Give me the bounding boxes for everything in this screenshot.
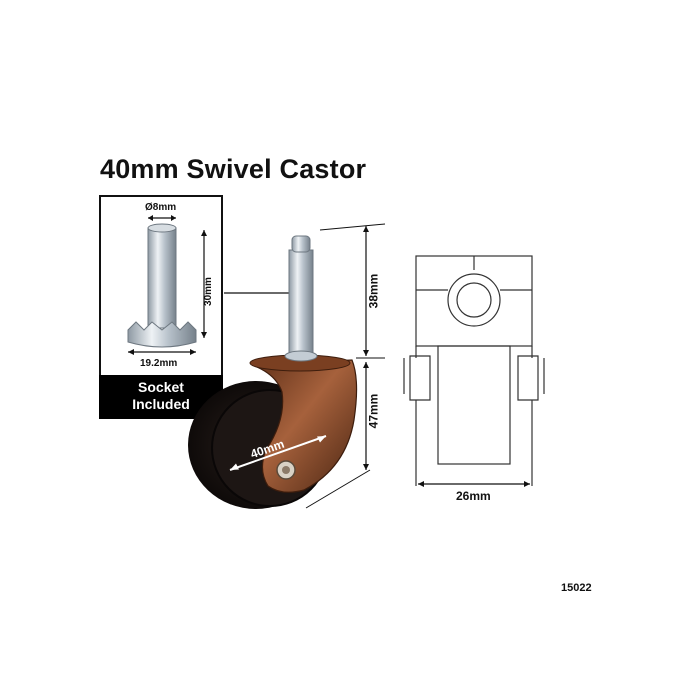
schematic-wheel bbox=[437, 345, 511, 465]
stem-height-label: 38mm bbox=[366, 273, 381, 309]
wheel-base-extension bbox=[305, 469, 371, 509]
socket-diameter-label: Ø8mm bbox=[145, 202, 177, 213]
schematic-fork-edges bbox=[403, 358, 545, 394]
stem-top-extension bbox=[319, 223, 386, 231]
wheel-diameter-arrow bbox=[229, 435, 327, 471]
schematic-inner-hole bbox=[456, 282, 492, 318]
schematic-drawing bbox=[403, 255, 545, 486]
band-line-1: Socket bbox=[138, 379, 184, 395]
socket-height-label: 30mm bbox=[202, 277, 214, 306]
wheel-height-label: 47mm bbox=[366, 393, 381, 429]
castor-drawing bbox=[188, 235, 358, 509]
product-code: 15022 bbox=[561, 582, 592, 594]
schematic-width-label: 26mm bbox=[456, 489, 491, 503]
socket-flange bbox=[127, 321, 197, 348]
socket-drawing bbox=[127, 215, 290, 355]
band-line-2: Included bbox=[132, 396, 190, 412]
castor-stem-collar bbox=[284, 350, 318, 362]
castor-axle-center bbox=[282, 466, 290, 474]
castor-dimensions bbox=[305, 223, 386, 509]
schematic-outer-ring bbox=[447, 273, 501, 327]
schematic-right-fork bbox=[517, 355, 539, 401]
product-title: 40mm Swivel Castor bbox=[100, 154, 367, 184]
socket-width-label: 19.2mm bbox=[140, 358, 178, 369]
socket-tube bbox=[147, 227, 177, 329]
socket-tube-top bbox=[147, 223, 177, 233]
castor-stem bbox=[288, 249, 314, 359]
socket-included-label: Socket Included bbox=[99, 379, 223, 413]
schematic-block-edges bbox=[415, 346, 533, 358]
castor-bracket bbox=[251, 359, 358, 493]
castor-stem-tip bbox=[291, 235, 311, 253]
schematic-left-fork bbox=[409, 355, 431, 401]
